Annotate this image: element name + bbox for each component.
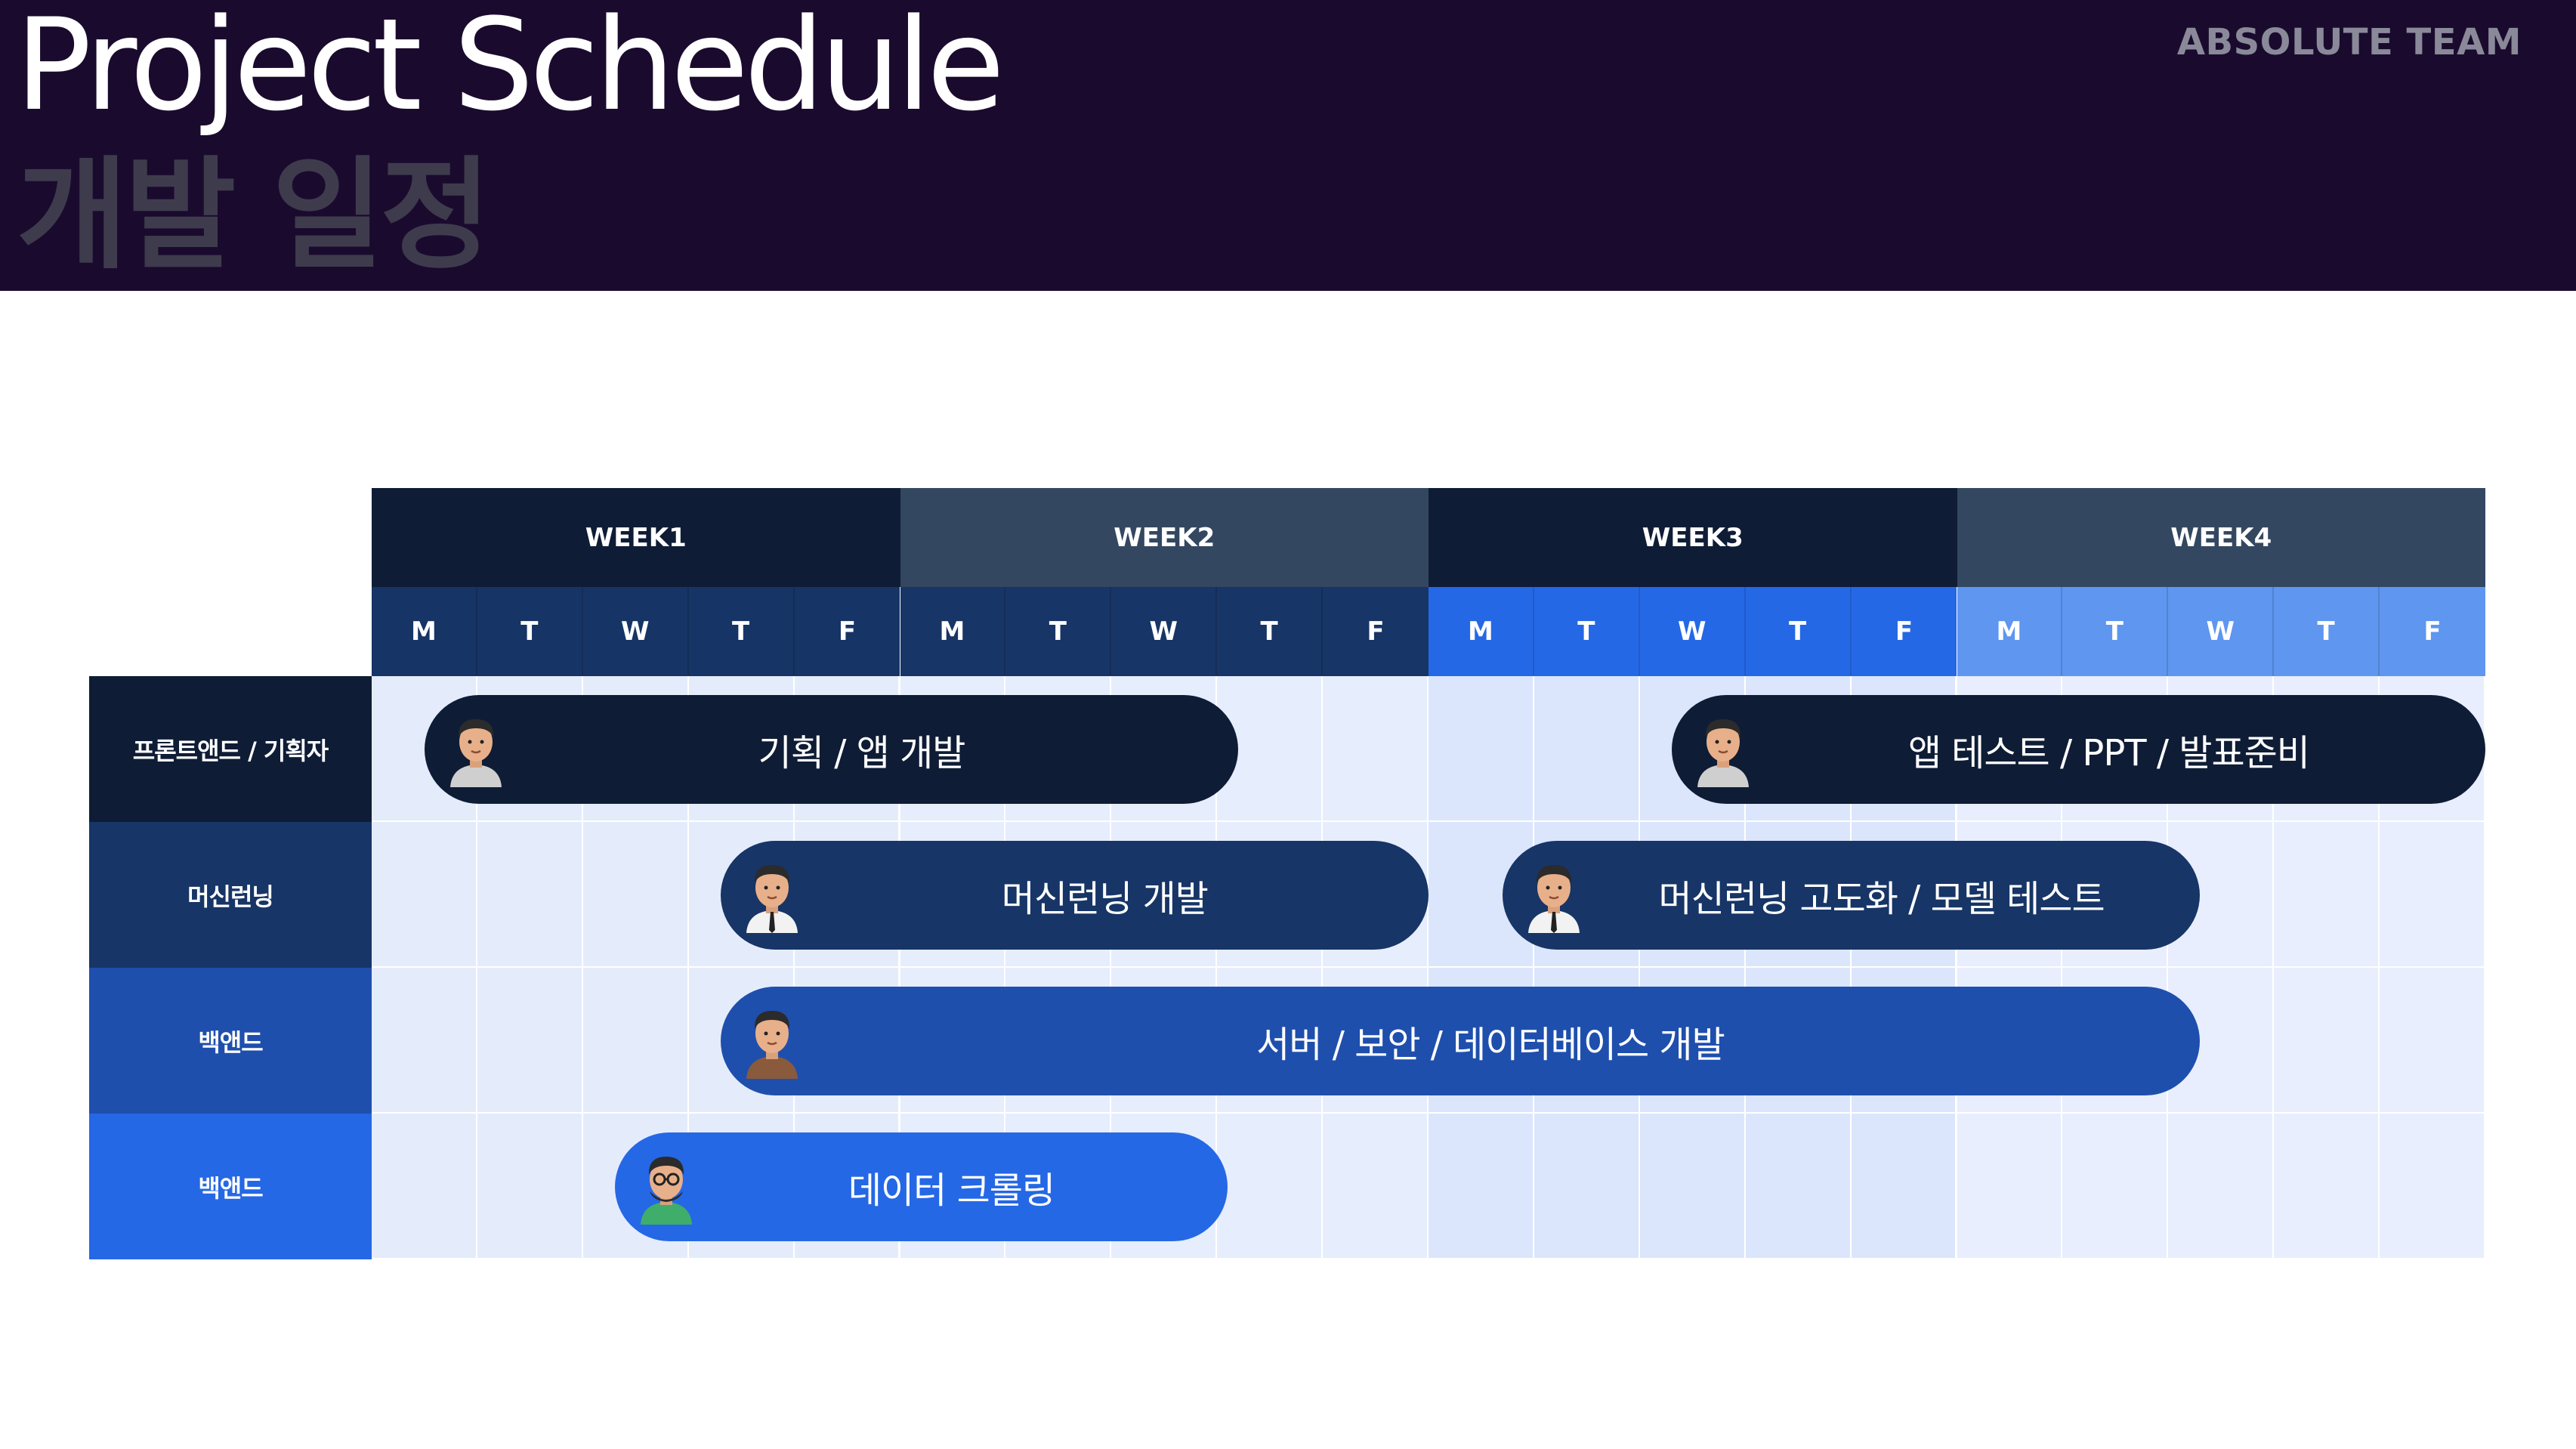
grid-cell [1534, 1114, 1640, 1259]
grid-cell [582, 822, 689, 968]
grid-cell [2380, 1114, 2485, 1259]
task-bar[interactable]: 서버 / 보안 / 데이터베이스 개발 [720, 986, 2201, 1095]
grid-cell [2380, 822, 2485, 968]
day-header: T [2274, 587, 2380, 676]
day-header: T [1745, 587, 1852, 676]
avatar-glasses-green-icon [635, 1149, 698, 1225]
week-header-3: WEEK3 [1429, 488, 1957, 587]
task-bar[interactable]: 앱 테스트 / PPT / 발표준비 [1671, 694, 2485, 804]
grid-cell [372, 1114, 477, 1259]
row-label: 프론트앤드 / 기획자 [89, 676, 372, 822]
page-subtitle: 개발 일정 [17, 144, 492, 286]
week-header-4: WEEK4 [1957, 488, 2485, 587]
day-header: F [794, 587, 900, 676]
day-header: T [1534, 587, 1640, 676]
row-label: 백앤드 [89, 1114, 372, 1259]
row-label: 백앤드 [89, 968, 372, 1114]
day-header: M [1957, 587, 2063, 676]
grid-cell [1217, 1114, 1324, 1259]
grid-cell [1429, 676, 1534, 822]
task-label: 머신런닝 개발 [1001, 877, 1209, 920]
grid-cell [1639, 1114, 1746, 1259]
avatar-gray-shirt-icon [1691, 712, 1755, 787]
grid-cell [2274, 822, 2380, 968]
page-title: Project Schedule [15, 0, 1005, 139]
day-header: W [2168, 587, 2275, 676]
header-banner: Project Schedule 개발 일정 ABSOLUTE TEAM [0, 0, 2576, 291]
grid-cell [1323, 1114, 1429, 1259]
grid-cell [372, 968, 477, 1114]
day-header: M [1429, 587, 1534, 676]
day-header: T [477, 587, 583, 676]
day-header: M [900, 587, 1006, 676]
day-header: F [2380, 587, 2485, 676]
day-header: W [1111, 587, 1218, 676]
day-header: W [582, 587, 689, 676]
task-label: 서버 / 보안 / 데이터베이스 개발 [1256, 1023, 1725, 1066]
task-bar[interactable]: 머신런닝 고도화 / 모델 테스트 [1502, 840, 2201, 950]
grid-cell [2274, 1114, 2380, 1259]
task-label: 데이터 크롤링 [848, 1169, 1055, 1212]
day-header: F [1323, 587, 1429, 676]
day-header: T [1005, 587, 1112, 676]
grid-cell [2274, 968, 2380, 1114]
day-header: M [372, 587, 477, 676]
grid-cell [1957, 1114, 2063, 1259]
grid-cell [1534, 676, 1640, 822]
week-header-1: WEEK1 [372, 488, 900, 587]
grid-cell [477, 968, 583, 1114]
team-name: ABSOLUTE TEAM [2176, 21, 2522, 63]
grid-cell [582, 968, 689, 1114]
avatar-brown-shirt-icon [740, 1003, 804, 1079]
day-header: F [1851, 587, 1957, 676]
grid-cell [2168, 1114, 2275, 1259]
day-header: T [2062, 587, 2169, 676]
task-bar[interactable]: 머신런닝 개발 [720, 840, 1429, 950]
day-header: T [1217, 587, 1324, 676]
task-bar[interactable]: 기획 / 앱 개발 [424, 694, 1239, 804]
avatar-white-shirt-icon [1522, 857, 1586, 933]
grid-cell [372, 822, 477, 968]
grid-cell [2380, 968, 2485, 1114]
grid-cell [1851, 1114, 1957, 1259]
grid-cell [2062, 1114, 2169, 1259]
row-label: 머신런닝 [89, 822, 372, 968]
grid-cell [2168, 822, 2275, 968]
week-header-2: WEEK2 [900, 488, 1429, 587]
task-bar[interactable]: 데이터 크롤링 [614, 1132, 1228, 1241]
avatar-white-shirt-icon [740, 857, 804, 933]
task-label: 기획 / 앱 개발 [758, 731, 966, 774]
grid-cell [477, 822, 583, 968]
avatar-gray-shirt-icon [444, 712, 508, 787]
grid-cell [1323, 676, 1429, 822]
grid-cell [1745, 1114, 1852, 1259]
grid-cell [477, 1114, 583, 1259]
task-label: 앱 테스트 / PPT / 발표준비 [1907, 731, 2310, 774]
grid-cell [1429, 1114, 1534, 1259]
task-label: 머신런닝 고도화 / 모델 테스트 [1658, 877, 2105, 920]
day-header: T [688, 587, 795, 676]
day-header: W [1639, 587, 1746, 676]
